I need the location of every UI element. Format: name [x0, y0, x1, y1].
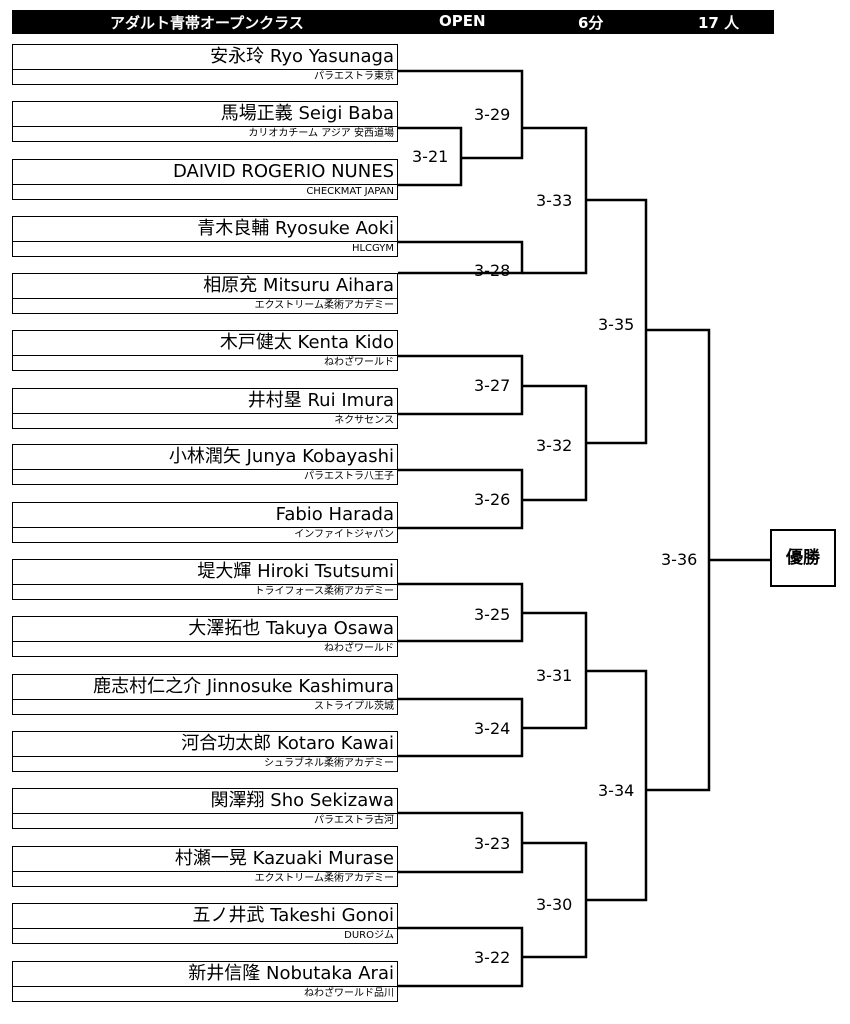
competitor-name: 馬場正義 Seigi Baba	[220, 103, 394, 124]
competitor-entry: DAIVID ROGERIO NUNES CHECKMAT JAPAN	[12, 159, 398, 200]
competitor-count: 17 人	[698, 14, 740, 32]
competitor-entry: 鹿志村仁之介 Jinnosuke Kashimura ストライプル茨城	[12, 674, 398, 715]
competitor-team: カリオカチーム アジア 安西道場	[13, 126, 397, 141]
bracket-line-3-21	[398, 126, 463, 187]
competitor-entry: 安永玲 Ryo Yasunaga パラエストラ東京	[12, 44, 398, 85]
competitor-team: シュラブネル柔術アカデミー	[13, 756, 397, 771]
match-number-3-26: 3-26	[474, 490, 511, 509]
competitor-name: 相原充 Mitsuru Aihara	[203, 275, 394, 296]
match-number-3-21: 3-21	[412, 147, 449, 166]
weight-class: OPEN	[439, 12, 486, 30]
match-number-3-35: 3-35	[598, 315, 635, 334]
bracket-line-3-34	[586, 669, 648, 902]
competitor-name: 安永玲 Ryo Yasunaga	[210, 46, 394, 67]
competitor-entry: 関澤翔 Sho Sekizawa パラエストラ古河	[12, 788, 398, 829]
bracket-line-3-29	[398, 69, 524, 160]
competitor-name: 小林潤矢 Junya Kobayashi	[168, 446, 394, 467]
champion-box: 優勝	[770, 529, 836, 587]
competitor-name: 木戸健太 Kenta Kido	[219, 332, 394, 353]
competitor-entry: 大澤拓也 Takuya Osawa ねわざワールド	[12, 616, 398, 657]
competitor-name: 青木良輔 Ryosuke Aoki	[197, 218, 394, 239]
match-number-3-36: 3-36	[661, 550, 698, 569]
competitor-team: ねわざワールド	[13, 641, 397, 656]
division-title: アダルト青帯オープンクラス	[110, 14, 304, 32]
competitor-name: 河合功太郎 Kotaro Kawai	[181, 733, 394, 754]
match-number-3-27: 3-27	[474, 376, 511, 395]
match-number-3-30: 3-30	[536, 895, 573, 914]
competitor-team: ねわざワールド	[13, 355, 397, 370]
competitor-entry: 馬場正義 Seigi Baba カリオカチーム アジア 安西道場	[12, 101, 398, 142]
match-time: 6分	[578, 14, 604, 32]
competitor-team: エクストリーム柔術アカデミー	[13, 871, 397, 886]
competitor-entry: 村瀬一晃 Kazuaki Murase エクストリーム柔術アカデミー	[12, 846, 398, 887]
competitor-name: 新井信隆 Nobutaka Arai	[188, 963, 394, 984]
match-number-3-28: 3-28	[474, 261, 511, 280]
competitor-team: インファイトジャパン	[13, 527, 397, 542]
bracket-line-3-28	[398, 240, 524, 275]
competitor-team: パラエストラ八王子	[13, 469, 397, 484]
competitor-name: 大澤拓也 Takuya Osawa	[188, 618, 394, 639]
match-number-3-25: 3-25	[474, 605, 511, 624]
competitor-entry: 河合功太郎 Kotaro Kawai シュラブネル柔術アカデミー	[12, 731, 398, 772]
match-number-3-23: 3-23	[474, 834, 511, 853]
match-number-3-24: 3-24	[474, 719, 511, 738]
match-number-3-22: 3-22	[474, 948, 511, 967]
competitor-entry: 五ノ井武 Takeshi Gonoi DUROジム	[12, 903, 398, 944]
competitor-team: パラエストラ東京	[13, 69, 397, 84]
competitor-team: ストライプル茨城	[13, 699, 397, 714]
match-number-3-33: 3-33	[536, 191, 573, 210]
match-number-3-31: 3-31	[536, 666, 573, 685]
competitor-entry: 相原充 Mitsuru Aihara エクストリーム柔術アカデミー	[12, 273, 398, 314]
competitor-entry: 新井信隆 Nobutaka Arai ねわざワールド品川	[12, 961, 398, 1002]
competitor-team: エクストリーム柔術アカデミー	[13, 298, 397, 313]
competitor-entry: 井村塁 Rui Imura ネクサセンス	[12, 388, 398, 429]
bracket-header: アダルト青帯オープンクラス OPEN 6分 17 人	[12, 10, 774, 34]
match-number-3-34: 3-34	[598, 781, 635, 800]
competitor-name: Fabio Harada	[275, 504, 394, 525]
competitor-entry: 木戸健太 Kenta Kido ねわざワールド	[12, 330, 398, 371]
competitor-team: DUROジム	[13, 928, 397, 943]
competitor-name: 村瀬一晃 Kazuaki Murase	[174, 848, 394, 869]
competitor-name: 井村塁 Rui Imura	[247, 390, 394, 411]
competitor-team: ネクサセンス	[13, 413, 397, 428]
competitor-team: パラエストラ古河	[13, 813, 397, 828]
competitor-name: DAIVID ROGERIO NUNES	[173, 161, 394, 182]
match-number-3-29: 3-29	[474, 105, 511, 124]
competitor-name: 鹿志村仁之介 Jinnosuke Kashimura	[93, 676, 394, 697]
competitor-team: ねわざワールド品川	[13, 986, 397, 1001]
competitor-entry: 小林潤矢 Junya Kobayashi パラエストラ八王子	[12, 444, 398, 485]
competitor-entry: Fabio Harada インファイトジャパン	[12, 502, 398, 543]
competitor-name: 堤大輝 Hiroki Tsutsumi	[197, 561, 394, 582]
competitor-entry: 堤大輝 Hiroki Tsutsumi トライフォース柔術アカデミー	[12, 559, 398, 600]
competitor-name: 五ノ井武 Takeshi Gonoi	[192, 905, 394, 926]
competitor-team: CHECKMAT JAPAN	[13, 184, 397, 199]
match-number-3-32: 3-32	[536, 436, 573, 455]
competitor-team: トライフォース柔術アカデミー	[13, 584, 397, 599]
bracket-line-3-35	[586, 198, 648, 445]
competitor-entry: 青木良輔 Ryosuke Aoki HLCGYM	[12, 216, 398, 257]
competitor-name: 関澤翔 Sho Sekizawa	[210, 790, 394, 811]
competitor-team: HLCGYM	[13, 241, 397, 256]
